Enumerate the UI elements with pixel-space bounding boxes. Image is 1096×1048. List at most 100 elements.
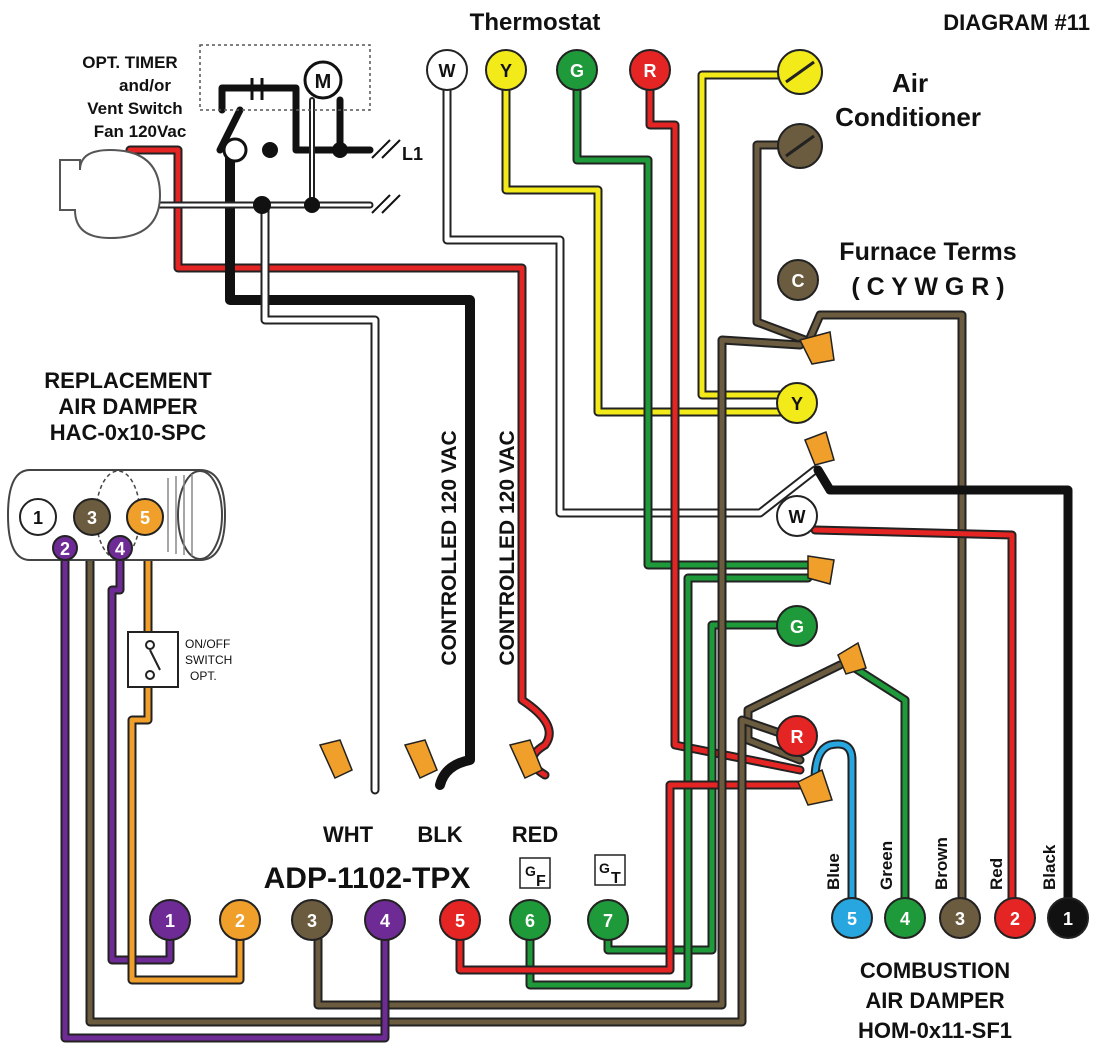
gt-label: G [599, 860, 610, 876]
replacement-terminal-4: 4 [107, 535, 133, 561]
ac-brown-screw-slot [785, 134, 815, 158]
ac-yellow-screw-slot [785, 60, 815, 84]
combustion-terminal-5-label: 5 [847, 909, 857, 929]
controlled-label-1: CONTROLLED 120 VAC [438, 430, 461, 665]
combustion-terminal-5-circle [831, 897, 873, 939]
replacement-terminal-4-circle [107, 535, 133, 561]
node-3 [253, 196, 271, 214]
combustion-terminal-1-label: 1 [1063, 909, 1073, 929]
ac-title-line1: Air [892, 68, 928, 98]
furnace-terminal-y: Y [776, 382, 818, 424]
ac-title-line2: Conditioner [835, 102, 981, 132]
wire-nut-w [804, 431, 835, 466]
furnace-terminal-g-circle [776, 605, 818, 647]
thermostat-terminal-g-circle [556, 49, 598, 91]
wire-label-blk: BLK [417, 822, 462, 847]
comb-line3: HOM-0x11-SF1 [858, 1018, 1012, 1043]
adp-terminal-6-label: 6 [525, 911, 535, 931]
adp-terminal-7-label: 7 [603, 911, 613, 931]
combustion-wire-name-blue: Blue [824, 853, 843, 890]
neutral-break-icon [371, 194, 401, 214]
furnace-terminal-w-label: W [789, 507, 806, 527]
thermostat-terminal-r-label: R [644, 61, 657, 81]
adp-terminal-5: 5 [439, 899, 481, 941]
furnace-terminal-y-circle [776, 382, 818, 424]
replacement-terminal-4-label: 4 [115, 539, 125, 559]
combustion-wire-name-black: Black [1040, 844, 1059, 890]
wire-nut-c [798, 331, 835, 365]
l1-label: L1 [402, 144, 423, 164]
combustion-terminal-5: 5 [831, 897, 873, 939]
adp-terminal-3: 3 [291, 899, 333, 941]
wire-adp5 [455, 780, 810, 975]
wire-white-core [262, 202, 378, 793]
rep-damper-end [177, 470, 223, 560]
gf-label: G [525, 863, 536, 879]
replacement-terminal-5-circle [126, 498, 164, 536]
adp-terminal-2: 2 [219, 899, 261, 941]
combustion-terminal-4: 4 [884, 897, 926, 939]
combustion-terminal-2: 2 [994, 897, 1036, 939]
controlled-label-2: CONTROLLED 120 VAC [496, 430, 519, 665]
thermostat-terminal-g-label: G [570, 61, 584, 81]
furnace-terminal-y-label: Y [791, 394, 803, 414]
wire-nut-r [797, 768, 833, 806]
thermostat-title: Thermostat [470, 9, 601, 36]
adp-terminal-3-label: 3 [307, 911, 317, 931]
switch-line3: OPT. [190, 669, 217, 683]
replacement-terminal-2-label: 2 [60, 539, 70, 559]
wire-rep2-core [62, 547, 388, 1041]
motor-symbol [303, 60, 343, 100]
replacement-terminal-1-label: 1 [33, 508, 43, 528]
thermostat-terminal-g: G [556, 49, 598, 91]
wire-adp5-core [457, 782, 808, 973]
l1-break-icon [371, 139, 401, 159]
rep-damper-line2: AIR DAMPER [58, 394, 197, 419]
replacement-terminal-5: 5 [126, 498, 164, 536]
wire-comb-blue-core [812, 741, 855, 908]
thermostat-terminal-r: R [629, 49, 671, 91]
thermostat-terminal-r-circle [629, 49, 671, 91]
rep-damper-stripes [167, 474, 193, 556]
switch-node-top [145, 640, 155, 650]
timer-line2: and/or [119, 76, 171, 95]
wire-thermostat-g-core [574, 87, 813, 568]
switch-line1: ON/OFF [185, 637, 230, 651]
combustion-terminal-1-circle [1047, 897, 1089, 939]
gt-box [594, 854, 626, 886]
wire-nuts [318, 331, 867, 806]
wire-ac-brown [752, 140, 810, 345]
adp-terminal-7: 7 [587, 899, 629, 941]
furnace-terminal-c: C [777, 259, 819, 301]
wire-label-red: RED [512, 822, 558, 847]
wire-nut-blk [403, 739, 438, 780]
timer-line3: Vent Switch [87, 99, 182, 118]
adp-terminal-4-circle [364, 899, 406, 941]
thermostat-terminal-w: W [426, 49, 468, 91]
timer-switch-node [222, 137, 248, 163]
wire-comb-red [810, 525, 1017, 910]
furnace-terminal-g: G [776, 605, 818, 647]
diagram-title: DIAGRAM #11 [943, 10, 1090, 35]
gf-sub: F [536, 873, 546, 890]
wire-nut-red [508, 739, 543, 780]
wire-thermostat-w-core [444, 87, 818, 516]
adp-terminal-7-circle [587, 899, 629, 941]
thermostat-terminal-y-circle [485, 49, 527, 91]
replacement-terminal-3-circle [73, 498, 111, 536]
combustion-terminal-4-circle [884, 897, 926, 939]
comb-line2: AIR DAMPER [865, 988, 1004, 1013]
adp-terminal-5-label: 5 [455, 911, 465, 931]
combustion-terminal-3: 3 [939, 897, 981, 939]
thermostat-terminal-w-label: W [439, 61, 456, 81]
adp-title: ADP-1102-TPX [264, 862, 471, 895]
switch-line2: SWITCH [185, 653, 232, 667]
rep-damper-line3: HAC-0x10-SPC [50, 420, 207, 445]
replacement-terminal-1: 1 [19, 498, 57, 536]
furnace-title: Furnace Terms [839, 238, 1016, 266]
adp-terminal-2-circle [219, 899, 261, 941]
